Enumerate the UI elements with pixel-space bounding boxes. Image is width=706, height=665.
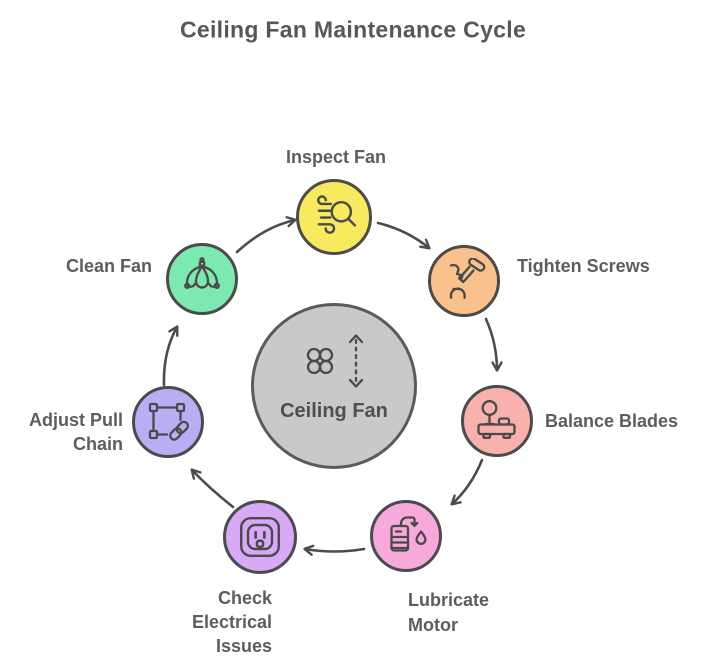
arrow-balance-to-lubricate — [450, 458, 484, 506]
arrow-lubricate-to-check — [303, 544, 366, 556]
label-clean-fan: Clean Fan — [65, 256, 152, 276]
node-inspect-fan — [296, 179, 372, 255]
screwdriver-screw-icon — [449, 258, 486, 299]
node-lubricate-motor — [370, 500, 442, 572]
label-balance-blades: Balance Blades — [545, 411, 679, 431]
node-adjust-pull-chain — [132, 386, 204, 458]
label-tighten-screws: Tighten Screws — [517, 256, 650, 276]
label-check-electrical-issues: Check Electrical Issues — [191, 588, 272, 656]
magnifier-wind-icon — [317, 195, 357, 234]
node-check-electrical-issues — [223, 500, 297, 574]
page-title: Ceiling Fan Maintenance Cycle — [179, 16, 527, 43]
label-adjust-pull-chain: Adjust Pull Chain — [29, 410, 123, 454]
node-balance-blades — [461, 385, 533, 457]
chain-link-icon — [148, 402, 189, 441]
duster-icon — [184, 257, 220, 289]
center-node-label: Ceiling Fan — [280, 400, 388, 422]
node-tighten-screws — [428, 245, 500, 317]
oil-can-icon — [390, 516, 427, 552]
arrow-tighten-to-balance — [484, 317, 503, 372]
arrow-check-to-adjust — [190, 468, 235, 509]
arrow-inspect-to-tighten — [376, 221, 431, 250]
label-inspect-fan: Inspect Fan — [285, 147, 387, 167]
balance-scale-icon — [477, 400, 516, 439]
node-clean-fan — [166, 243, 238, 315]
power-outlet-icon — [240, 517, 280, 557]
arrow-clean-to-inspect — [235, 216, 297, 254]
center-node-ceiling-fan: Ceiling Fan — [251, 303, 417, 469]
arrow-adjust-to-clean — [162, 325, 179, 387]
label-lubricate-motor: Lubricate Motor — [408, 590, 490, 635]
ceiling-fan-icon — [306, 334, 364, 388]
